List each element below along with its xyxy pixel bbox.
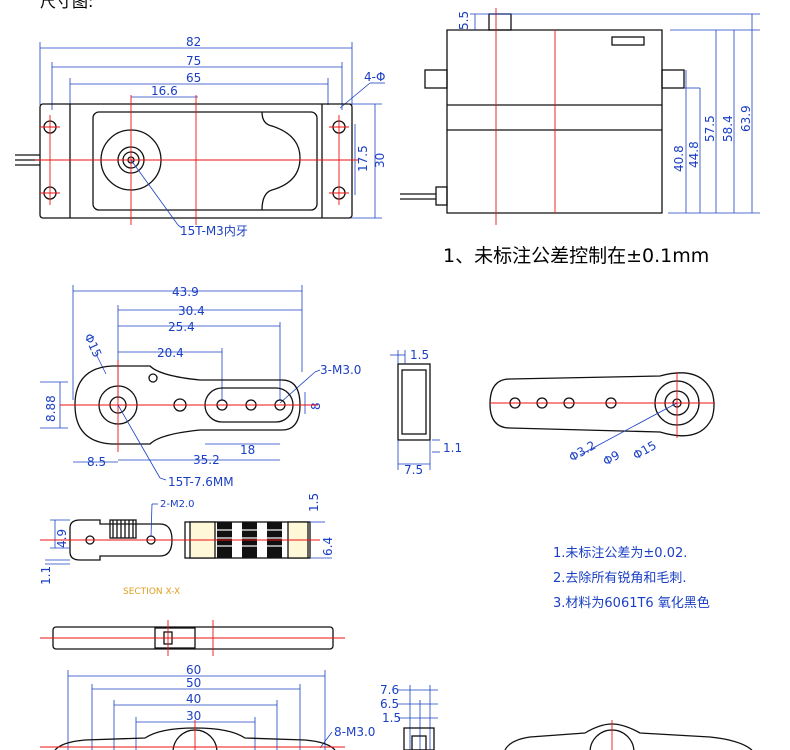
dim-8: 8 — [309, 402, 323, 410]
dim-65: 65 — [186, 71, 201, 85]
long-horn-top — [40, 620, 345, 656]
dim-6-5: 6.5 — [380, 697, 399, 711]
dim-20-4: 20.4 — [157, 346, 184, 360]
long-horn-plan: 60 50 40 30 8-M3.0 — [40, 663, 375, 750]
dim-7-6: 7.6 — [380, 683, 399, 697]
dim-phi15-round: Φ15 — [631, 438, 659, 462]
dim-17-5: 17.5 — [356, 145, 370, 172]
dim-1-5-long: 1.5 — [382, 711, 401, 725]
dim-50: 50 — [186, 676, 201, 690]
horn-round-view: Φ3.2 Φ9 Φ15 — [489, 372, 715, 469]
long-horn-side: 7.6 6.5 1.5 — [380, 683, 438, 750]
dim-1-1-section: 1.1 — [39, 566, 53, 585]
dim-82: 82 — [186, 35, 201, 49]
dim-6-4: 6.4 — [321, 537, 335, 556]
dim-1-5-section: 1.5 — [307, 493, 321, 512]
side-view: 5.5 40.8 44.8 57.5 58.4 63.9 — [400, 8, 760, 225]
header-title: 尺寸图: — [40, 0, 93, 11]
dim-44-8: 44.8 — [687, 141, 701, 168]
dim-1-1-side: 1.1 — [443, 441, 462, 455]
dim-30: 30 — [373, 153, 387, 168]
dim-60: 60 — [186, 663, 201, 677]
dim-30-long: 30 — [186, 709, 201, 723]
dim-30-4: 30.4 — [178, 304, 205, 318]
dim-4-holes: 4-Φ — [364, 70, 385, 84]
dim-75: 75 — [186, 54, 201, 68]
callout-15t-m3: 15T-M3内牙 — [180, 224, 248, 238]
dim-4-9: 4.9 — [55, 529, 69, 548]
dim-40: 40 — [186, 692, 201, 706]
dim-phi15: Φ15 — [81, 331, 104, 359]
section-view: 2-M2.0 4.9 1.1 1.5 6.4 SEC — [39, 493, 335, 597]
note-1: 1.未标注公差为±0.02. — [553, 546, 687, 561]
dim-7-5-side: 7.5 — [404, 463, 423, 477]
dim-5-5: 5.5 — [457, 11, 471, 30]
notes: 1.未标注公差为±0.02. 2.去除所有锐角和毛刺. 3.材料为6061T6 … — [553, 546, 710, 611]
note-2: 2.去除所有锐角和毛刺. — [553, 571, 687, 586]
dim-8-m3: 8-M3.0 — [334, 725, 375, 739]
dim-phi9: Φ9 — [601, 448, 623, 469]
dim-18: 18 — [240, 443, 255, 457]
callout-15t-7-6mm: 15T-7.6MM — [168, 475, 234, 489]
dim-8-5: 8.5 — [87, 455, 106, 469]
tolerance-note: 1、未标注公差控制在±0.1mm — [443, 245, 709, 267]
dim-25-4: 25.4 — [168, 320, 195, 334]
dim-43-9: 43.9 — [172, 285, 199, 299]
dim-16-6: 16.6 — [151, 84, 178, 98]
dim-phi3-2: Φ3.2 — [567, 438, 599, 464]
dim-58-4: 58.4 — [721, 115, 735, 142]
section-label: SECTION X-X — [123, 587, 180, 597]
dim-40-8: 40.8 — [672, 145, 686, 172]
dim-3-m3: 3-M3.0 — [320, 363, 361, 377]
dim-35-2: 35.2 — [193, 453, 220, 467]
top-view: 82 75 65 16.6 4-Φ 17.5 30 — [15, 35, 387, 238]
dim-63-9: 63.9 — [739, 105, 753, 132]
spline-teeth — [112, 520, 134, 538]
dim-8-88: 8.88 — [44, 395, 58, 422]
horn-side-view: 1.5 1.1 7.5 — [390, 348, 462, 477]
horn-view: 43.9 30.4 25.4 20.4 Φ15 8.88 3-M3.0 8 18… — [40, 285, 361, 489]
dim-2-m2: 2-M2.0 — [160, 499, 195, 510]
dim-1-5-side: 1.5 — [410, 348, 429, 362]
long-horn-round — [504, 720, 753, 750]
note-3: 3.材料为6061T6 氧化黑色 — [553, 595, 710, 611]
dim-57-5: 57.5 — [703, 115, 717, 142]
